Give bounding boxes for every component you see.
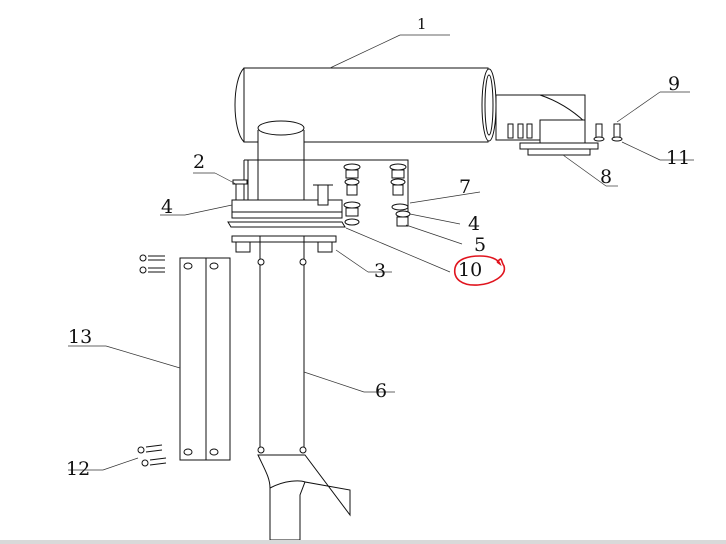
part-10-gasket [227,221,346,228]
fastener-stack-left [343,163,361,226]
label-1: 1 [417,15,427,33]
part-12-bolts [137,254,167,467]
label-8: 8 [600,166,612,188]
label-13: 13 [68,326,92,348]
label-4-right: 4 [468,213,480,235]
label-11: 11 [666,147,690,169]
part-8-elbow-flange [481,68,599,156]
leader-lines [68,34,694,471]
fastener-stack-right [389,163,411,227]
label-9: 9 [668,73,680,95]
bottom-edge [0,540,726,544]
part-2-bolt [232,179,248,201]
label-10: 10 [458,259,482,281]
label-6: 6 [375,380,387,402]
part-6-tail-pipe [257,236,351,541]
part-3-flange [231,235,337,253]
label-5: 5 [474,234,486,256]
label-4-left: 4 [161,196,173,218]
highlight-circle [453,255,506,286]
part-9-bolt [595,123,621,139]
part-11-washer [593,136,623,142]
part-1-muffler [234,67,489,201]
label-7: 7 [459,176,471,198]
label-12: 12 [66,458,90,480]
label-2: 2 [193,151,205,173]
part-13-clamp-strap [179,257,231,461]
label-3: 3 [374,260,386,282]
mounting-plate [231,159,409,219]
